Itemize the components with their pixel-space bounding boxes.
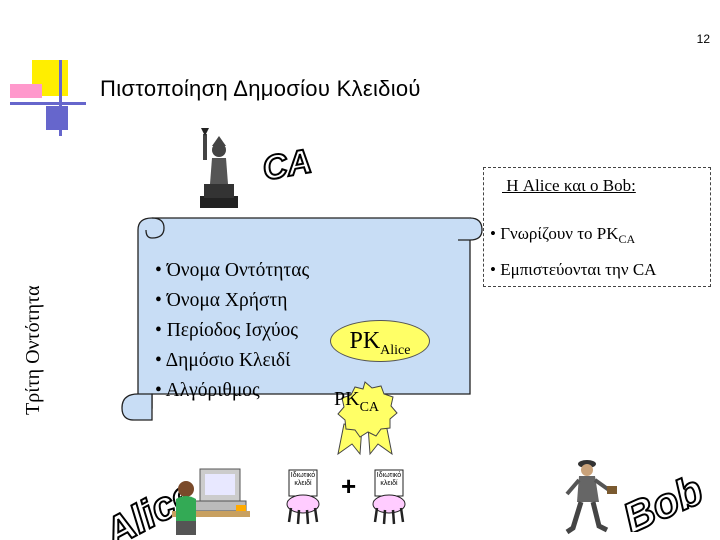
pk-ca-base: PK xyxy=(334,388,360,410)
info-item: • Γνωρίζουν το PKCA xyxy=(490,224,635,247)
info-item: • Εμπιστεύονται την CA xyxy=(490,260,656,280)
ca-logo-text: CA xyxy=(260,142,315,184)
private-key: Ιδιωτικό κλειδί xyxy=(369,468,409,531)
certificate-field: • Περίοδος Ισχύος xyxy=(155,320,299,341)
bob-text: Bob xyxy=(616,466,710,532)
slide-title: Πιστοποίηση Δημοσίου Κλειδιού xyxy=(100,76,421,101)
info-heading: Η Alice και ο Bob: xyxy=(502,176,636,195)
alice-wordart: Alice xyxy=(96,471,182,540)
corner-logo-icon xyxy=(10,60,86,136)
info-item-text: • Εμπιστεύονται την CA xyxy=(490,260,657,279)
certificate-field: • Όνομα Χρήστη xyxy=(155,290,288,311)
info-item-text: • Γνωρίζουν το PK xyxy=(490,224,619,243)
pk-alice-base: PK xyxy=(349,328,381,354)
key-icon xyxy=(286,469,320,525)
private-key: Ιδιωτικό κλειδί xyxy=(283,468,323,531)
plus-icon: + xyxy=(341,471,357,501)
computer-user-icon xyxy=(172,468,250,535)
statue-of-liberty-icon xyxy=(200,128,238,208)
pk-alice-sub: Alice xyxy=(380,343,411,358)
seal-icon xyxy=(337,381,398,456)
side-label: Τρίτη Οντότητα xyxy=(22,285,44,415)
page-number: 12 xyxy=(696,32,710,46)
certificate-fields: • Όνομα Οντότητας • Όνομα Χρήστη • Περίο… xyxy=(155,256,309,406)
certificate-field: • Δημόσιο Κλειδί xyxy=(155,350,291,371)
info-box: Η Alice και ο Bob: • Γνωρίζουν το PKCA •… xyxy=(483,167,711,287)
ca-logo: CA xyxy=(258,140,318,189)
certificate-field: • Αλγόριθμος xyxy=(155,380,260,401)
certificate-field: • Όνομα Οντότητας xyxy=(155,260,310,281)
pk-ca-sub: CA xyxy=(359,400,380,415)
walking-man-icon xyxy=(565,460,617,535)
key-label: Ιδιωτικό κλειδί xyxy=(290,472,316,487)
pk-alice-badge: PKAlice xyxy=(330,320,430,362)
key-icon xyxy=(372,469,406,525)
key-label: Ιδιωτικό κλειδί xyxy=(376,472,402,487)
bob-wordart: Bob xyxy=(615,465,711,532)
info-item-sub: CA xyxy=(618,232,636,246)
pk-ca-label: PKCA xyxy=(334,388,379,416)
